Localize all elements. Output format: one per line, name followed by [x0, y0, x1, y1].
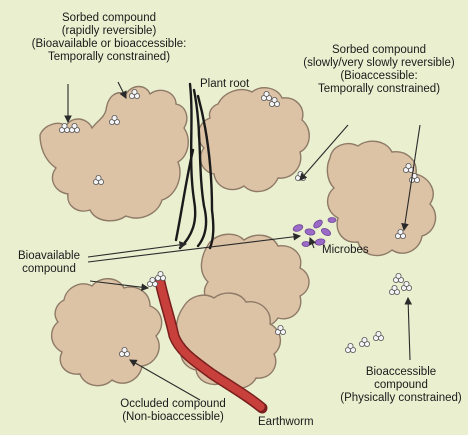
aggregate-bottom-center [177, 293, 281, 388]
sorbed-slow-line3: (Bioaccessible: [290, 70, 468, 83]
sorbed-slow-line1: Sorbed compound [290, 44, 468, 57]
aggregate-top-right [327, 141, 435, 255]
label-sorbed-rapid: Sorbed compound (rapidly reversible) (Bi… [4, 12, 214, 64]
label-sorbed-slow: Sorbed compound (slowly/very slowly reve… [290, 44, 468, 96]
sorbed-rapid-line3: (Bioavailable or bioaccessible: [4, 38, 214, 51]
bioaccessible-line3: (Physically constrained) [336, 392, 466, 405]
bioaccessible-line1: Bioaccessible [336, 366, 466, 379]
sorbed-rapid-line1: Sorbed compound [4, 12, 214, 25]
label-bioaccessible: Bioaccessible compound (Physically const… [336, 366, 466, 405]
label-earthworm: Earthworm [258, 416, 314, 429]
bioavailable-line1: Bioavailable [4, 250, 94, 263]
sorbed-rapid-line2: (rapidly reversible) [4, 25, 214, 38]
occluded-line1: Occluded compound [108, 398, 238, 411]
sorbed-slow-line2: (slowly/very slowly reversible) [290, 57, 468, 70]
occluded-line2: (Non-bioaccessible) [108, 411, 238, 424]
label-microbes: Microbes [322, 244, 369, 257]
label-bioavailable: Bioavailable compound [4, 250, 94, 276]
aggregate-top-center [198, 88, 309, 192]
label-occluded: Occluded compound (Non-bioaccessible) [108, 398, 238, 424]
sorbed-slow-line4: Temporally constrained) [290, 83, 468, 96]
soil-aggregates [40, 87, 436, 389]
aggregate-top-left [40, 87, 188, 221]
sorbed-rapid-line4: Temporally constrained) [4, 51, 214, 64]
bioavailable-line2: compound [4, 263, 94, 276]
aggregate-bottom-left [52, 279, 162, 386]
microbes [292, 218, 336, 247]
bioaccessible-line2: compound [336, 379, 466, 392]
label-plant-root: Plant root [200, 78, 249, 91]
